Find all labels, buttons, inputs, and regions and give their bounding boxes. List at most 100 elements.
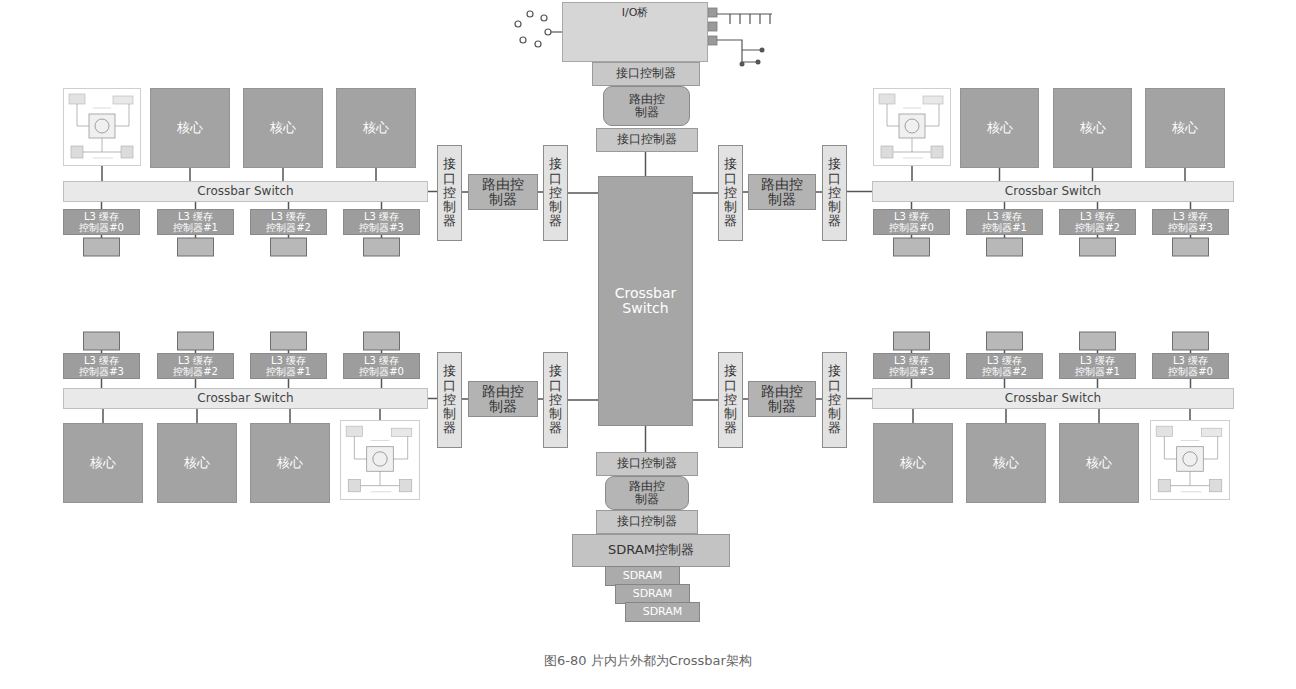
io-port-icon: [708, 8, 717, 17]
io-bridge-box: I/O桥: [562, 2, 708, 62]
io-port-icon: [551, 31, 562, 32]
leader-wire: [379, 409, 381, 420]
connector: [1184, 168, 1186, 181]
connector: [645, 426, 647, 452]
node-label: L3 缓存 控制器#2: [165, 355, 227, 377]
node-label: L3 缓存 控制器#3: [71, 355, 133, 377]
cache-block: [84, 238, 120, 256]
connector: [1098, 409, 1100, 423]
io-port-icon: [740, 48, 765, 67]
node-label: 核心: [1172, 121, 1198, 135]
node-label: 接口控制器: [549, 364, 562, 435]
node-label: 接口控制器: [724, 157, 737, 228]
cache-block: [894, 332, 930, 350]
thumbnail-figure: [64, 89, 141, 166]
crossbar-band: Crossbar Switch: [872, 388, 1234, 409]
node-label: 核心: [1080, 121, 1106, 135]
sdram-controller-box: SDRAM控制器: [572, 534, 730, 567]
interface-controller-box: 接口控制器: [718, 145, 743, 241]
node-label: L3 缓存 控制器#1: [165, 211, 227, 233]
leader-wire: [911, 166, 913, 181]
node-label: 核心: [987, 121, 1013, 135]
node-label: 核心: [900, 456, 926, 470]
connector: [1004, 202, 1006, 209]
io-port-icon: [740, 62, 745, 67]
cache-block: [1173, 332, 1209, 350]
node-label: 接口控制器: [549, 157, 562, 228]
connector: [847, 398, 872, 400]
cache-controller-box: L3 缓存 控制器#2: [250, 209, 327, 235]
connector: [282, 168, 284, 181]
node-label: L3 缓存 控制器#0: [1160, 355, 1222, 377]
node-label: SDRAM: [623, 570, 663, 582]
cache-block: [1173, 238, 1209, 256]
connector: [999, 168, 1001, 181]
node-label: 核心: [270, 121, 296, 135]
node-label: SDRAM: [633, 588, 673, 600]
io-port-icon: [756, 60, 761, 65]
figure-caption: 图6-80 片内片外都为Crossbar架构: [0, 652, 1296, 670]
interface-controller-box: 接口控制器: [543, 352, 568, 448]
node-label: 接口控制器: [724, 364, 737, 435]
connector: [101, 379, 103, 388]
cache-block: [84, 332, 120, 350]
interface-controller-box: 接口控制器: [596, 510, 698, 534]
node-label: 接口控制器: [616, 67, 676, 80]
cache-block: [178, 332, 214, 350]
cache-controller-box: L3 缓存 控制器#1: [250, 353, 327, 379]
router-box: 路由控制器: [468, 381, 538, 417]
crossbar-switch: Crossbar Switch: [598, 176, 693, 426]
io-port-icon: [545, 29, 551, 35]
connector: [196, 409, 198, 423]
connector: [911, 379, 913, 388]
core-box: 核心: [966, 423, 1046, 503]
thumbnail-figure: [1151, 421, 1230, 500]
connector: [568, 192, 598, 194]
core-box: 核心: [63, 423, 143, 503]
cache-controller-box: L3 缓存 控制器#1: [966, 209, 1043, 235]
io-port-icon: [730, 14, 770, 24]
node-label: 路由控制器: [627, 93, 667, 119]
connector: [195, 379, 197, 388]
node-label: 路由控制器: [481, 384, 525, 415]
crossbar-band: Crossbar Switch: [872, 181, 1234, 202]
router-box: 路由控制器: [748, 174, 816, 210]
connector: [912, 409, 914, 423]
node-label: 接口控制器: [828, 364, 841, 435]
cache-block: [987, 332, 1023, 350]
connector: [288, 202, 290, 209]
sdram-chip: SDRAM: [625, 602, 700, 622]
cache-controller-box: L3 缓存 控制器#1: [1059, 353, 1136, 379]
connector: [102, 409, 104, 423]
node-label: L3 缓存 控制器#1: [258, 355, 320, 377]
leader-wire: [1189, 409, 1191, 420]
core-box: 核心: [1145, 88, 1225, 168]
cache-block: [271, 238, 307, 256]
cache-controller-box: L3 缓存 控制器#3: [873, 353, 950, 379]
thumbnail-figure: [64, 89, 1230, 500]
core-box: 核心: [1053, 88, 1132, 168]
router-box: 路由控制器: [468, 174, 538, 210]
node-label: 路由控制器: [760, 384, 804, 415]
core-box: 核心: [336, 88, 416, 168]
connector: [428, 398, 437, 400]
core-box: 核心: [873, 423, 953, 503]
node-label: Crossbar Switch: [197, 392, 293, 405]
interface-controller-box: 接口控制器: [822, 352, 847, 448]
sdram-chip: SDRAM: [605, 566, 680, 586]
cache-controller-box: L3 缓存 控制器#3: [1152, 209, 1229, 235]
node-label: L3 缓存 控制器#1: [974, 211, 1036, 233]
interface-controller-box: 接口控制器: [822, 145, 847, 241]
cache-controller-box: L3 缓存 控制器#2: [157, 353, 234, 379]
cache-block: [987, 238, 1023, 256]
node-label: 接口控制器: [443, 364, 456, 435]
cache-controller-box: L3 缓存 控制器#2: [966, 353, 1043, 379]
cache-block: [271, 332, 307, 350]
connector: [1092, 168, 1094, 181]
io-port-icon: [515, 21, 521, 27]
cache-controller-box: L3 缓存 控制器#0: [63, 209, 140, 235]
node-label: 核心: [363, 121, 389, 135]
node-label: 接口控制器: [617, 457, 677, 470]
node-label: 核心: [184, 456, 210, 470]
connector: [693, 192, 718, 194]
